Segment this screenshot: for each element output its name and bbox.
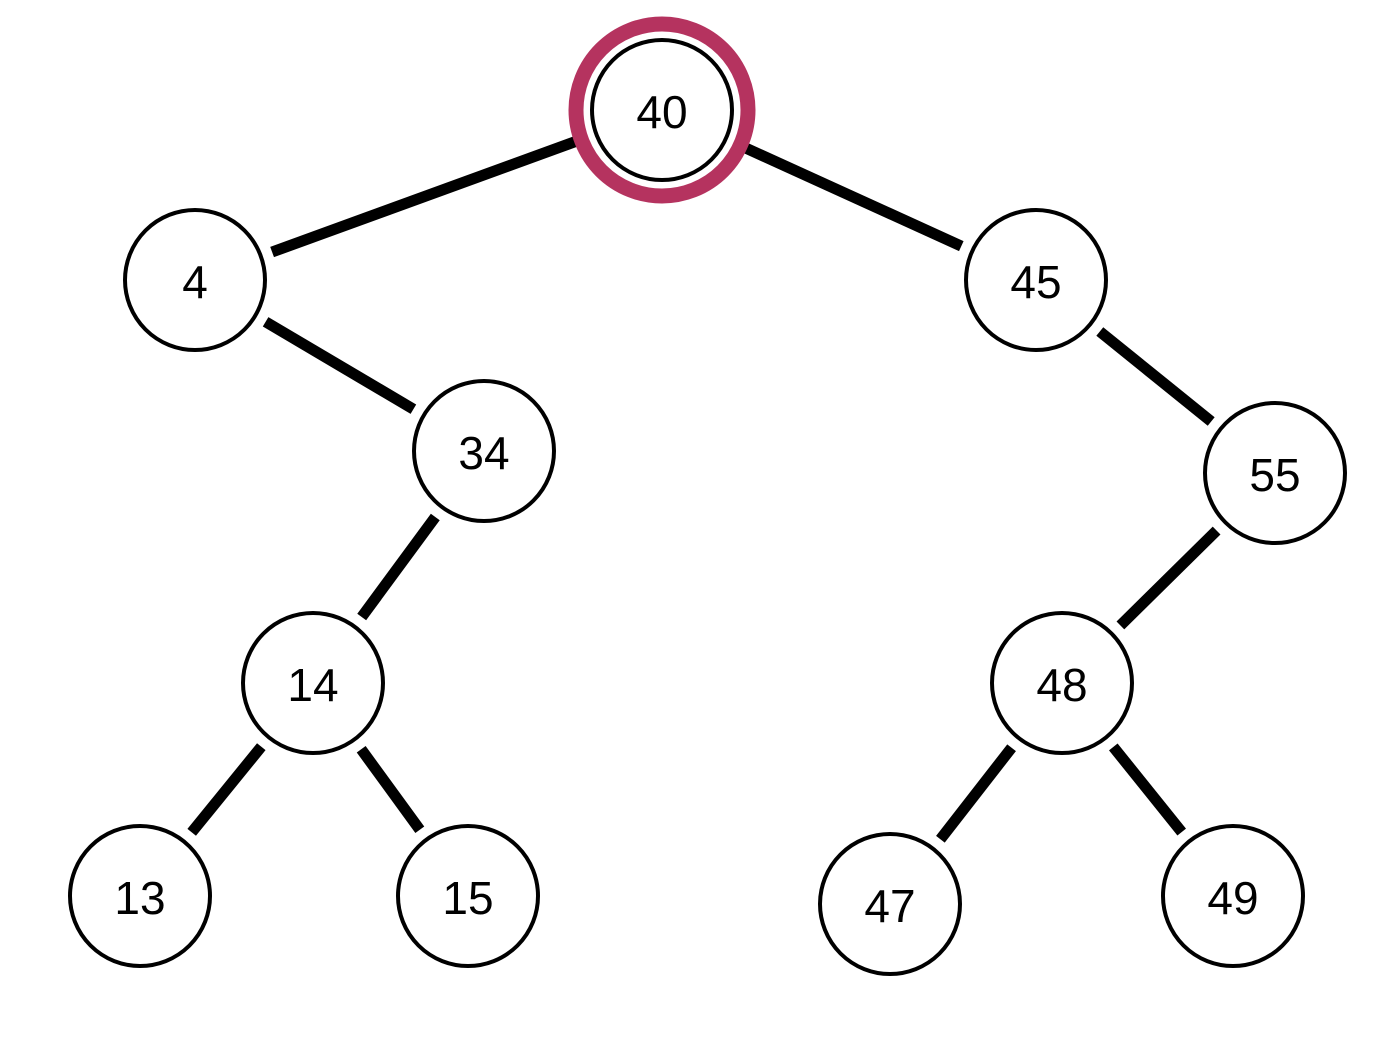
node-circle <box>1203 401 1347 545</box>
edge-40-45 <box>738 140 964 252</box>
node-label: 34 <box>458 427 509 479</box>
node-label: 4 <box>182 256 208 308</box>
node-label: 15 <box>442 872 493 924</box>
tree-node-14: 14 <box>241 611 385 755</box>
nodes-layer: 40 4 45 34 55 14 48 13 15 47 49 <box>68 16 1347 976</box>
node-label: 49 <box>1207 872 1258 924</box>
node-circle <box>964 208 1108 352</box>
node-label: 48 <box>1036 659 1087 711</box>
edge-14-13 <box>187 743 266 836</box>
node-label: 47 <box>864 880 915 932</box>
edge-4-34 <box>262 317 417 414</box>
edge-34-14 <box>357 513 440 621</box>
tree-node-40: 40 <box>568 16 756 204</box>
node-circle <box>818 832 962 976</box>
edge-45-55 <box>1096 327 1215 426</box>
node-circle <box>241 611 385 755</box>
tree-node-34: 34 <box>412 379 556 523</box>
edge-14-15 <box>356 746 425 833</box>
edge-48-47 <box>936 744 1016 843</box>
node-label: 40 <box>636 86 687 138</box>
node-label: 13 <box>114 872 165 924</box>
edge-40-4 <box>270 134 583 258</box>
node-label: 14 <box>287 659 338 711</box>
edge-55-48 <box>1116 526 1221 630</box>
node-circle <box>1161 824 1305 968</box>
edge-48-49 <box>1109 743 1186 836</box>
node-circle <box>396 824 540 968</box>
node-circle <box>590 38 734 182</box>
tree-node-15: 15 <box>396 824 540 968</box>
tree-node-49: 49 <box>1161 824 1305 968</box>
tree-node-55: 55 <box>1203 401 1347 545</box>
node-circle <box>990 611 1134 755</box>
node-circle <box>412 379 556 523</box>
node-circle <box>123 208 267 352</box>
tree-node-13: 13 <box>68 824 212 968</box>
tree-node-4: 4 <box>123 208 267 352</box>
edges-layer <box>187 134 1221 843</box>
tree-node-48: 48 <box>990 611 1134 755</box>
node-label: 45 <box>1010 256 1061 308</box>
node-label: 55 <box>1249 449 1300 501</box>
tree-node-45: 45 <box>964 208 1108 352</box>
tree-node-47: 47 <box>818 832 962 976</box>
node-circle <box>68 824 212 968</box>
